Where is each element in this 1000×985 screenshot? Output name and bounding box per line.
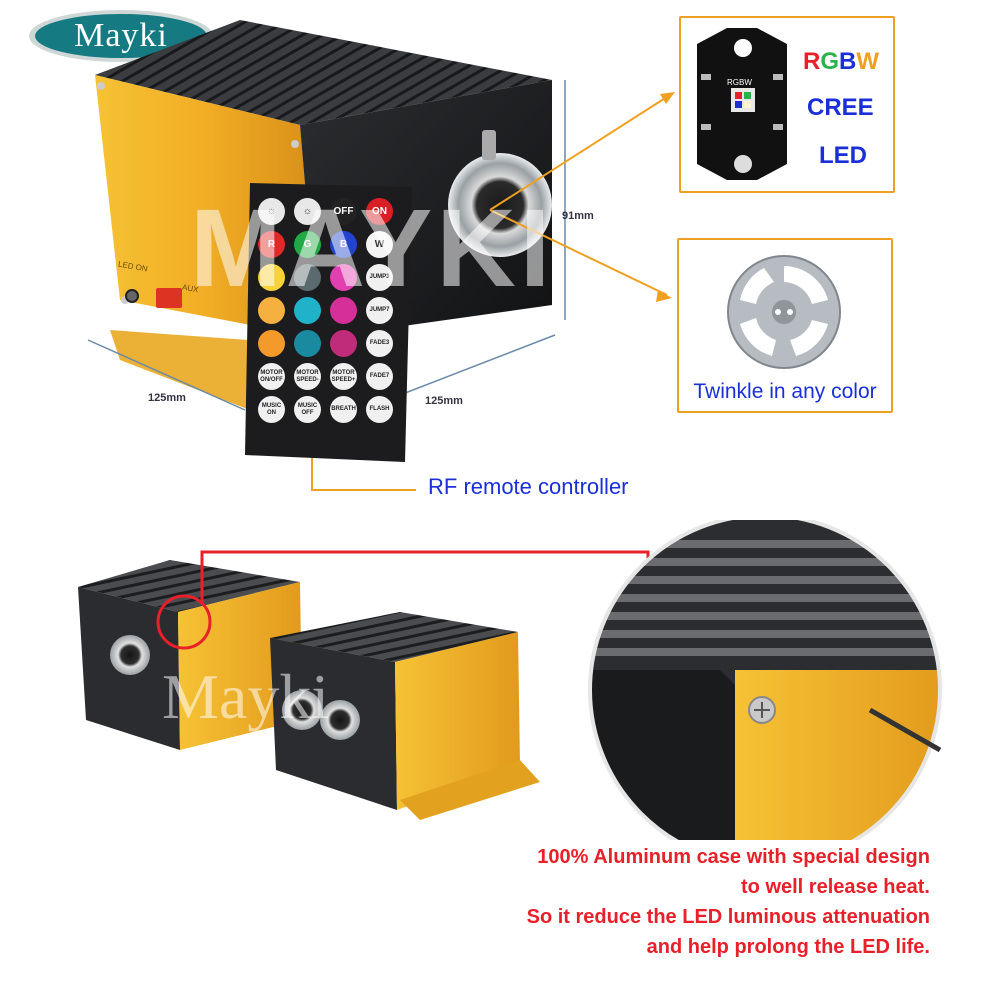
description-line-3: So it reduce the LED luminous attenuatio… — [526, 906, 930, 928]
remote-button-fade3[interactable]: FADE3 — [366, 330, 393, 357]
remote-button--[interactable]: ☼ — [258, 198, 285, 225]
remote-button-g[interactable]: G — [294, 231, 321, 258]
product-illustration-bottom — [78, 520, 942, 840]
led-board-label: RGBW — [727, 78, 752, 87]
brand-logo: Mayki — [26, 6, 216, 66]
remote-button-music-off[interactable]: MUSIC OFF — [294, 396, 321, 423]
remote-button-on[interactable]: ON — [366, 198, 393, 225]
highlight-circle — [156, 594, 212, 650]
remote-button-off[interactable]: OFF — [330, 198, 357, 225]
dimension-width: 125mm — [148, 392, 186, 404]
led-board-icon — [697, 28, 787, 180]
description-line-1: 100% Aluminum case with special design — [537, 846, 930, 868]
fiber-port-right-a-icon — [282, 690, 322, 730]
remote-button-r[interactable]: R — [258, 231, 285, 258]
remote-button-color-14[interactable] — [330, 297, 357, 324]
remote-button-motor-speed-[interactable]: MOTOR SPEED+ — [330, 363, 357, 390]
remote-button-motor-on-off[interactable]: MOTOR ON/OFF — [258, 363, 285, 390]
fiber-port-icon — [448, 153, 552, 257]
rgbw-letter-r: R — [803, 48, 821, 75]
dimension-height: 91mm — [562, 210, 594, 222]
rgbw-text: RGBW — [803, 48, 879, 76]
remote-button-color-17[interactable] — [294, 330, 321, 357]
remote-button-jump7[interactable]: JUMP7 — [366, 297, 393, 324]
watermark-bottom: Mayki — [162, 661, 330, 732]
remote-controller-label: RF remote controller — [428, 474, 629, 499]
twinkle-wheel-icon — [727, 255, 841, 369]
remote-button-w[interactable]: W — [366, 231, 393, 258]
fiber-port-left-icon — [110, 635, 150, 675]
brand-logo-text: Mayki — [74, 17, 168, 54]
remote-button-breath[interactable]: BREATH — [330, 396, 357, 423]
remote-button-jump3[interactable]: JUMP3 — [366, 264, 393, 291]
remote-button-color-8[interactable] — [258, 264, 285, 291]
led-text: LED — [819, 142, 867, 169]
remote-button-fade7[interactable]: FADE7 — [366, 363, 393, 390]
twinkle-callout-box: Twinkle in any color — [677, 238, 893, 413]
remote-button--[interactable]: ☼ — [294, 198, 321, 225]
dimension-depth: 125mm — [425, 395, 463, 407]
rgbw-letter-b: B — [839, 48, 857, 75]
rgbw-letter-g: G — [820, 48, 840, 75]
description-line-2: to well release heat. — [741, 876, 930, 898]
cree-text: CREE — [807, 94, 874, 121]
product-illustration-top — [87, 20, 675, 491]
fiber-port-right-b-icon — [320, 700, 360, 740]
remote-button-flash[interactable]: FLASH — [366, 396, 393, 423]
watermark-top: MAYKI — [190, 187, 555, 310]
dip-switch — [156, 288, 182, 308]
remote-button-color-9[interactable] — [294, 264, 321, 291]
remote-button-music-on[interactable]: MUSIC ON — [258, 396, 285, 423]
led-callout-box: RGBW RGBW CREE LED — [679, 16, 895, 193]
twinkle-label: Twinkle in any color — [693, 380, 877, 403]
description-line-4: and help prolong the LED life. — [646, 936, 930, 958]
remote-button-b[interactable]: B — [330, 231, 357, 258]
zoom-detail — [590, 520, 940, 840]
aluminum-case-description: 100% Aluminum case with special design t… — [380, 842, 930, 962]
remote-button-color-12[interactable] — [258, 297, 285, 324]
rgbw-letter-w: W — [856, 48, 880, 75]
remote-button-motor-speed-[interactable]: MOTOR SPEED- — [294, 363, 321, 390]
remote-button-color-10[interactable] — [330, 264, 357, 291]
remote-button-color-13[interactable] — [294, 297, 321, 324]
remote-button-color-16[interactable] — [258, 330, 285, 357]
remote-button-color-18[interactable] — [330, 330, 357, 357]
